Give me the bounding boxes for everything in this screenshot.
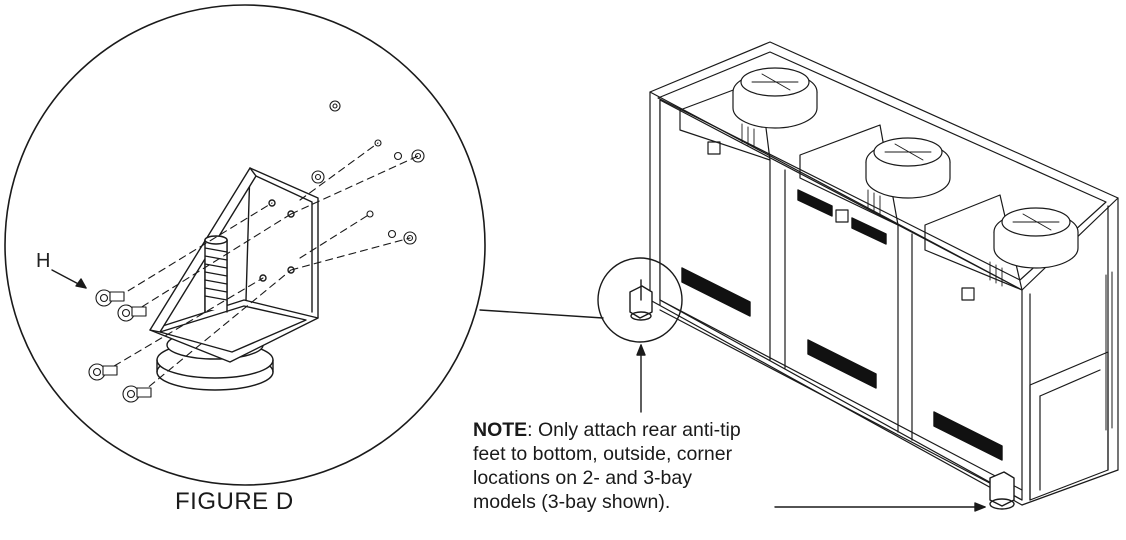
note-separator: : bbox=[527, 419, 533, 441]
note-line-3: locations on 2- and 3-bay bbox=[473, 467, 692, 489]
detail-locator bbox=[597, 257, 683, 413]
note-text-1: Only attach rear anti-tip bbox=[532, 419, 741, 441]
note-label: NOTE bbox=[473, 419, 528, 441]
note-line-4: models (3-bay shown). bbox=[473, 491, 671, 513]
three-bay-cabinet bbox=[649, 41, 1119, 506]
note-line-2: feet to bottom, outside, corner bbox=[473, 443, 733, 465]
detail-magnifier bbox=[4, 4, 604, 486]
callout-label-h: H bbox=[36, 250, 51, 272]
rear-foot-corner bbox=[774, 471, 1015, 512]
installation-note: NOTE: Only attach rear anti-tip feet to … bbox=[473, 418, 893, 514]
anti-tip-foot-detail bbox=[149, 167, 319, 391]
panel-grilles bbox=[681, 189, 1003, 461]
figure-caption: FIGURE D bbox=[175, 488, 294, 515]
note-line-1: NOTE: Only attach rear anti-tip bbox=[473, 418, 893, 442]
hardware-exploded-view bbox=[88, 100, 425, 403]
callout-arrow-h bbox=[51, 269, 87, 289]
